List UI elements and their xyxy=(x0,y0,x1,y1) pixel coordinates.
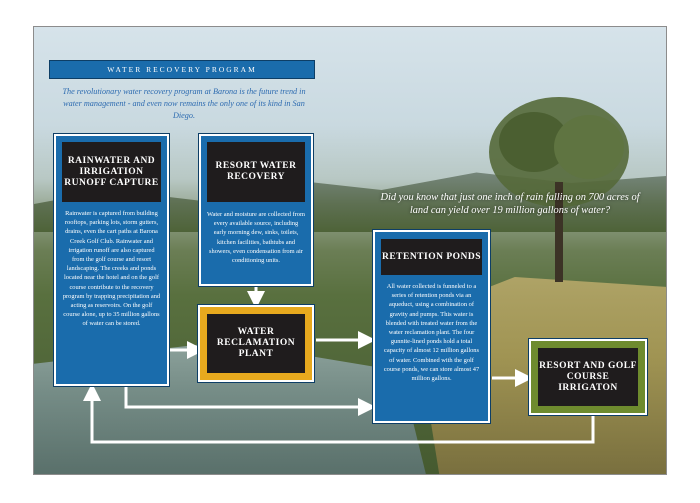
program-title-bar: WATER RECOVERY PROGRAM xyxy=(49,60,315,79)
water-reclamation-plant-heading: WATER RECLAMATION PLANT xyxy=(207,314,305,373)
arrow-rainwater-to-retention xyxy=(124,385,376,416)
retention-ponds-box: RETENTION PONDS All water collected is f… xyxy=(373,230,490,423)
rain-fact-question: Did you know that just one inch of rain … xyxy=(380,192,640,216)
resort-water-recovery-box: RESORT WATER RECOVERY Water and moisture… xyxy=(199,134,313,286)
intro-text: The revolutionary water recovery program… xyxy=(62,87,306,120)
rainwater-capture-box: RAINWATER AND IRRIGATION RUNOFF CAPTURE … xyxy=(54,134,169,386)
rainwater-capture-text: Rainwater is captured from building roof… xyxy=(62,210,161,328)
retention-ponds-heading: RETENTION PONDS xyxy=(381,239,482,275)
rainwater-capture-heading: RAINWATER AND IRRIGATION RUNOFF CAPTURE xyxy=(62,142,161,202)
resort-water-recovery-text: Water and moisture are collected from ev… xyxy=(207,211,305,265)
arrow-irrigation-return xyxy=(83,383,595,444)
resort-golf-irrigation-heading: RESORT AND GOLF COURSE IRRIGATON xyxy=(538,348,638,406)
resort-golf-irrigation-box: RESORT AND GOLF COURSE IRRIGATON xyxy=(529,339,647,415)
retention-ponds-text: All water collected is funneled to a ser… xyxy=(383,283,480,383)
resort-water-recovery-heading: RESORT WATER RECOVERY xyxy=(207,142,305,202)
water-reclamation-plant-box: WATER RECLAMATION PLANT xyxy=(198,305,314,382)
oak-tree-illustration xyxy=(489,97,629,282)
